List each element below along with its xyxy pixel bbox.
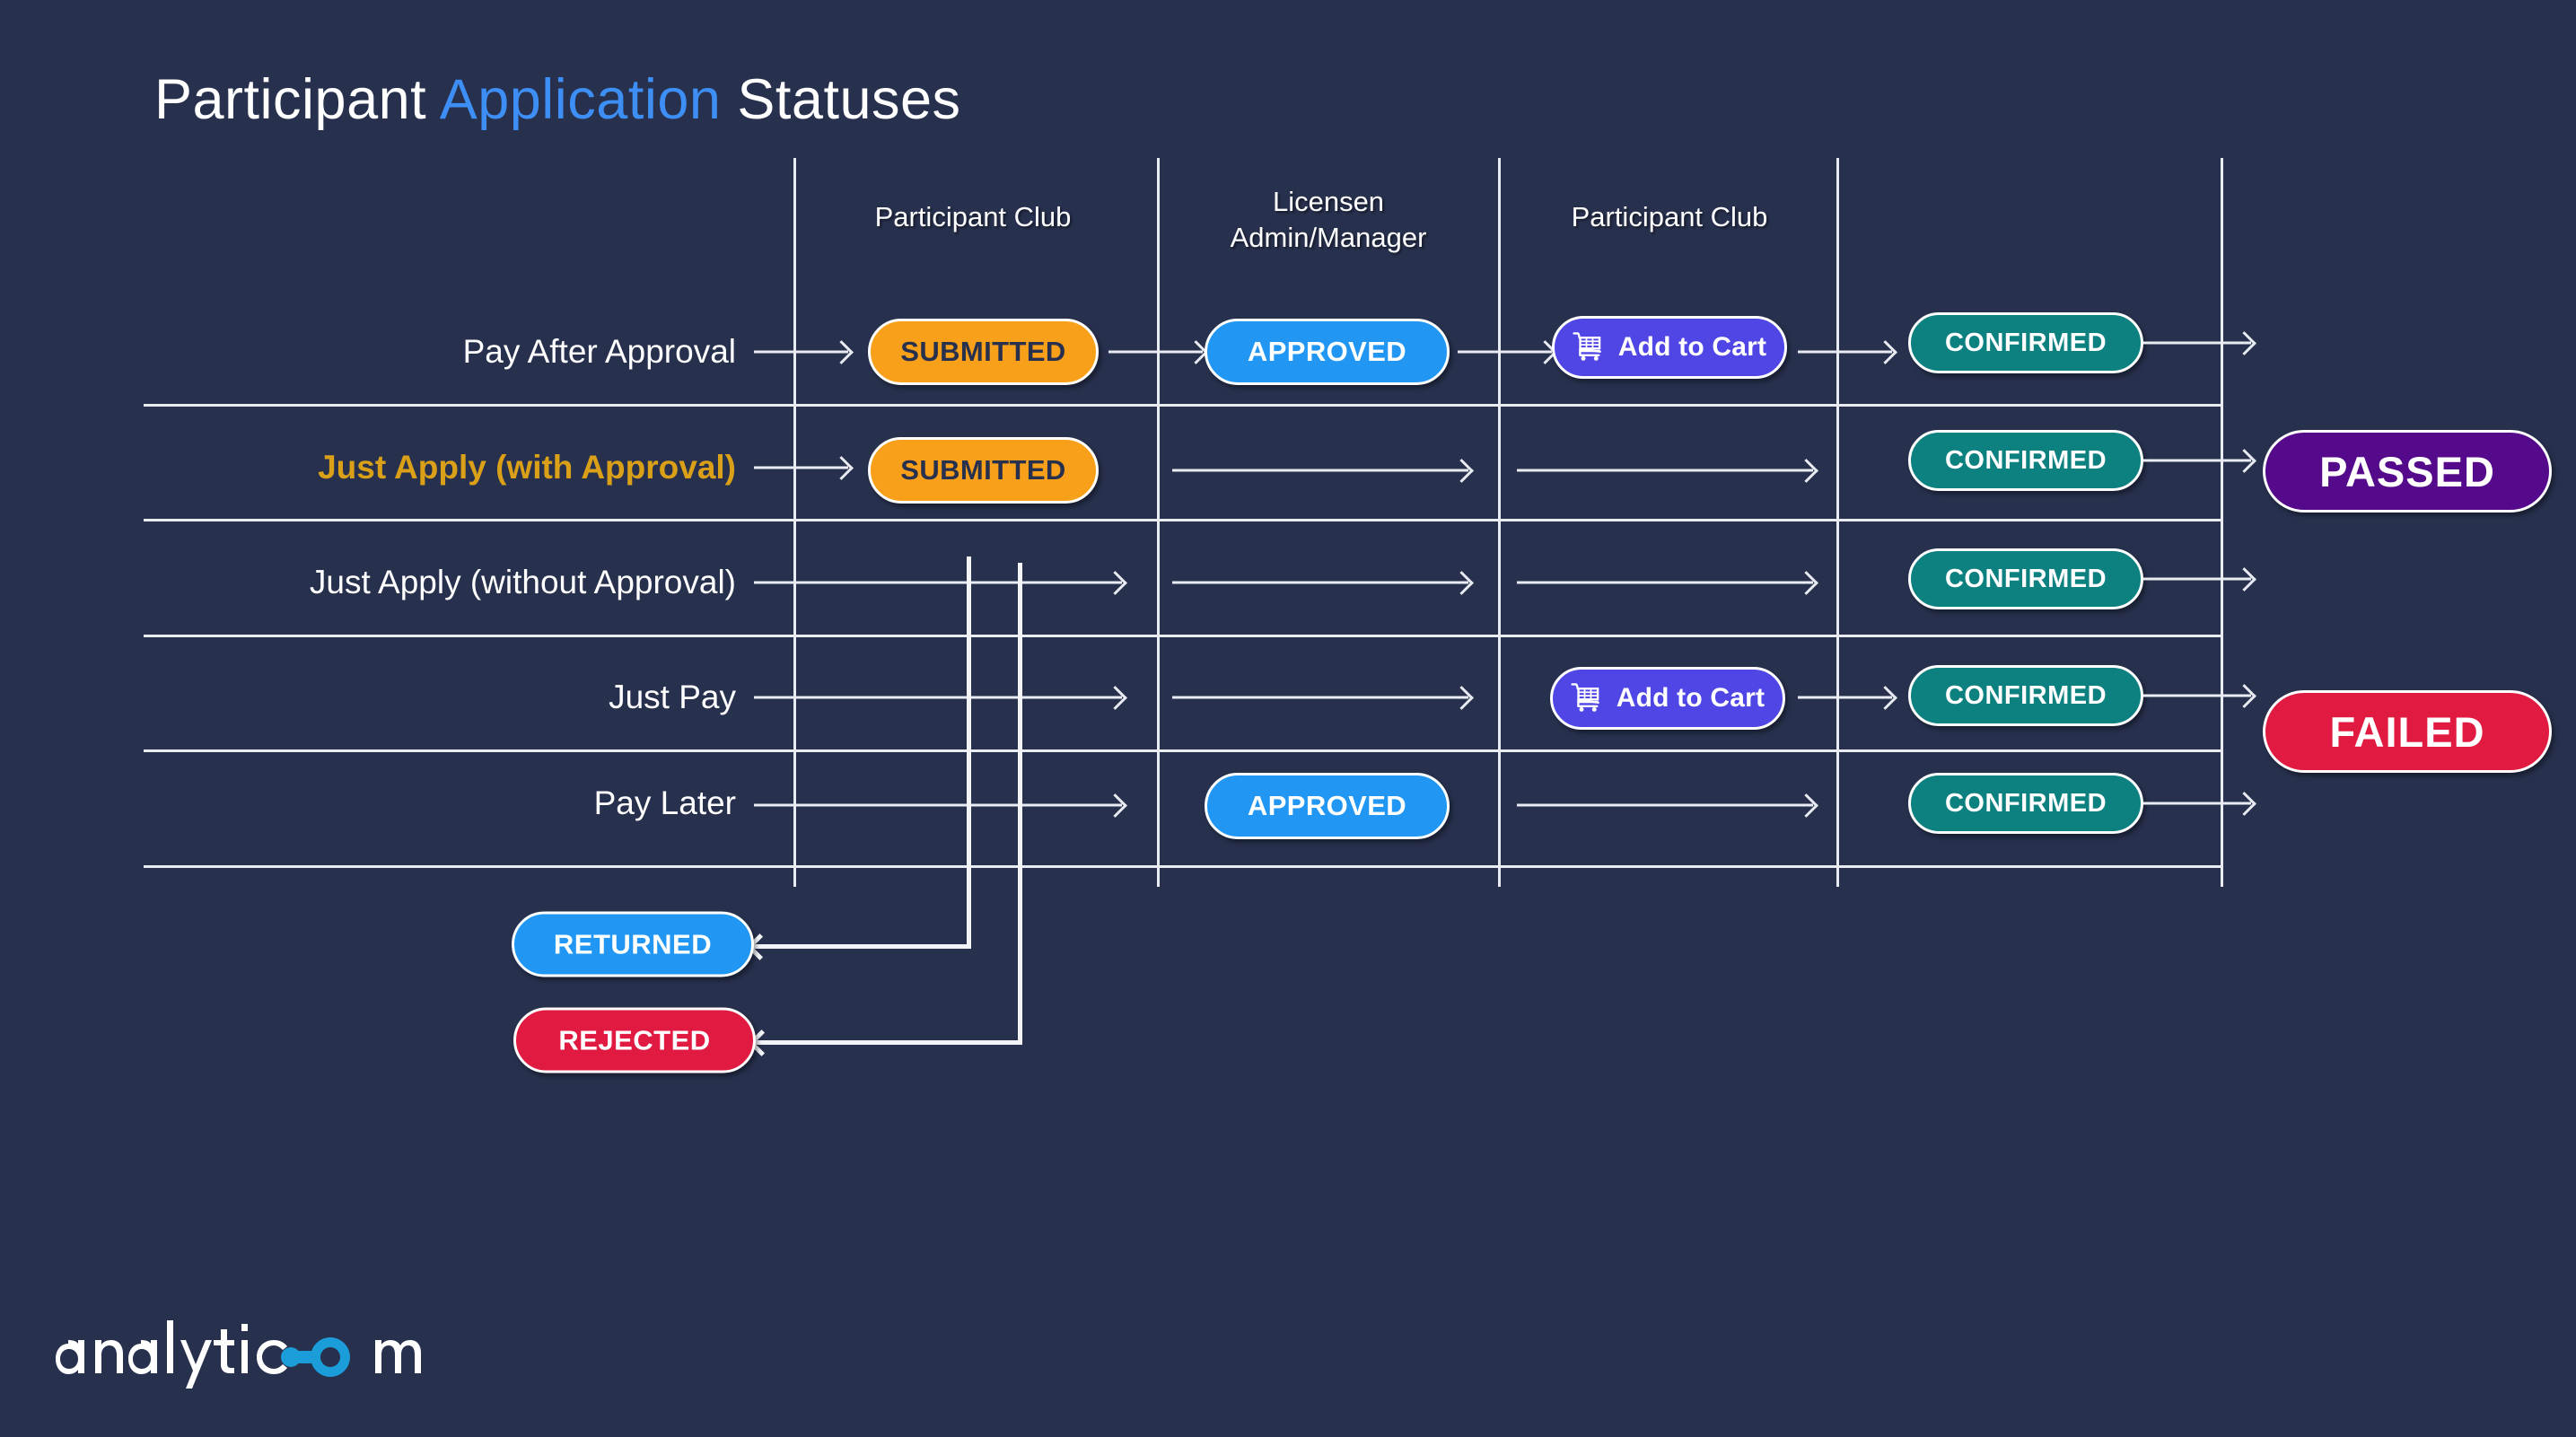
arrow-row2-col3-passthrough bbox=[1517, 469, 1813, 472]
arrow-row5-confirmed-to-end bbox=[2143, 802, 2251, 805]
status-pill-confirmed-row1[interactable]: CONFIRMED bbox=[1908, 312, 2143, 373]
status-pill-confirmed-row2[interactable]: CONFIRMED bbox=[1908, 430, 2143, 491]
arrow-row1-approved-to-cart bbox=[1458, 350, 1552, 354]
column-divider-2 bbox=[1157, 158, 1160, 887]
column-header-participant-club-2: Participant Club bbox=[1571, 201, 1768, 232]
row-label-just-apply-with-approval: Just Apply (with Approval) bbox=[318, 449, 736, 486]
arrow-row4-label-to-col2 bbox=[754, 696, 1122, 699]
logo-wordmark bbox=[56, 1320, 421, 1389]
arrow-row3-confirmed-to-end bbox=[2143, 577, 2251, 581]
arrow-row1-confirmed-to-end bbox=[2143, 341, 2251, 345]
column-header-participant-club-1: Participant Club bbox=[874, 201, 1072, 232]
logo-mark-icon bbox=[281, 1337, 350, 1377]
status-pill-rejected[interactable]: REJECTED bbox=[513, 1007, 756, 1073]
column-divider-1 bbox=[793, 158, 796, 887]
shopping-cart-icon bbox=[1573, 332, 1601, 361]
row-label-just-pay: Just Pay bbox=[609, 679, 736, 715]
loopback-line-returned-horizontal bbox=[752, 944, 971, 949]
arrow-row1-submitted-to-approved bbox=[1108, 350, 1203, 354]
row-separator-4 bbox=[144, 749, 2223, 752]
arrow-row5-label-to-approved bbox=[754, 803, 1122, 807]
status-pill-submitted-row1[interactable]: SUBMITTED bbox=[868, 319, 1099, 385]
add-to-cart-label: Add to Cart bbox=[1617, 332, 1767, 362]
arrow-row2-confirmed-to-passed bbox=[2143, 459, 2251, 462]
title-accent: Application bbox=[439, 68, 722, 131]
arrow-row3-label-to-col2 bbox=[754, 581, 1122, 584]
status-pill-confirmed-row3[interactable]: CONFIRMED bbox=[1908, 548, 2143, 609]
row-label-just-apply-without-approval: Just Apply (without Approval) bbox=[309, 564, 736, 600]
arrow-row2-label-to-submitted bbox=[754, 466, 848, 469]
status-pill-confirmed-row4[interactable]: CONFIRMED bbox=[1908, 665, 2143, 726]
analyticom-logo bbox=[56, 1306, 478, 1392]
page-title: Participant Application Statuses bbox=[154, 67, 961, 132]
arrow-row4-confirmed-to-failed bbox=[2143, 694, 2251, 697]
arrow-row1-cart-to-confirmed bbox=[1798, 350, 1892, 354]
arrow-row3-col2-passthrough bbox=[1172, 581, 1468, 584]
outcome-badge-failed[interactable]: FAILED bbox=[2263, 690, 2552, 773]
arrow-row4-cart-to-confirmed bbox=[1798, 696, 1892, 699]
column-header-licensen-admin-manager: Licensen Admin/Manager bbox=[1230, 186, 1427, 253]
status-pill-add-to-cart-row1[interactable]: Add to Cart bbox=[1552, 316, 1787, 379]
arrow-row4-col2-passthrough bbox=[1172, 696, 1468, 699]
row-separator-2 bbox=[144, 519, 2223, 521]
loopback-line-rejected-vertical bbox=[1018, 563, 1022, 1045]
row-separator-3 bbox=[144, 635, 2223, 637]
outcome-badge-passed[interactable]: PASSED bbox=[2263, 430, 2552, 513]
status-pill-confirmed-row5[interactable]: CONFIRMED bbox=[1908, 773, 2143, 834]
column-divider-5 bbox=[2221, 158, 2223, 887]
status-pill-returned[interactable]: RETURNED bbox=[512, 911, 754, 977]
column-divider-4 bbox=[1836, 158, 1839, 887]
status-pill-submitted-row2[interactable]: SUBMITTED bbox=[868, 437, 1099, 504]
row-label-pay-later: Pay Later bbox=[593, 784, 736, 821]
row-separator-1 bbox=[144, 404, 2223, 407]
arrow-row1-label-to-submitted bbox=[754, 350, 848, 354]
column-divider-3 bbox=[1498, 158, 1501, 887]
arrow-row3-col3-passthrough bbox=[1517, 581, 1813, 584]
row-label-pay-after-approval: Pay After Approval bbox=[462, 333, 736, 370]
status-pill-approved-row1[interactable]: APPROVED bbox=[1205, 319, 1450, 385]
loopback-line-returned-vertical bbox=[967, 556, 971, 949]
row-separator-5 bbox=[144, 865, 2223, 868]
loopback-line-rejected-horizontal bbox=[754, 1040, 1022, 1045]
arrow-row5-approved-to-confirmed bbox=[1517, 803, 1813, 807]
add-to-cart-label: Add to Cart bbox=[1616, 683, 1766, 713]
title-suffix: Statuses bbox=[721, 68, 961, 131]
title-prefix: Participant bbox=[154, 68, 440, 131]
arrow-row2-col2-passthrough bbox=[1172, 469, 1468, 472]
shopping-cart-icon bbox=[1571, 683, 1599, 712]
status-pill-add-to-cart-row4[interactable]: Add to Cart bbox=[1550, 667, 1785, 730]
status-pill-approved-row5[interactable]: APPROVED bbox=[1205, 773, 1450, 839]
